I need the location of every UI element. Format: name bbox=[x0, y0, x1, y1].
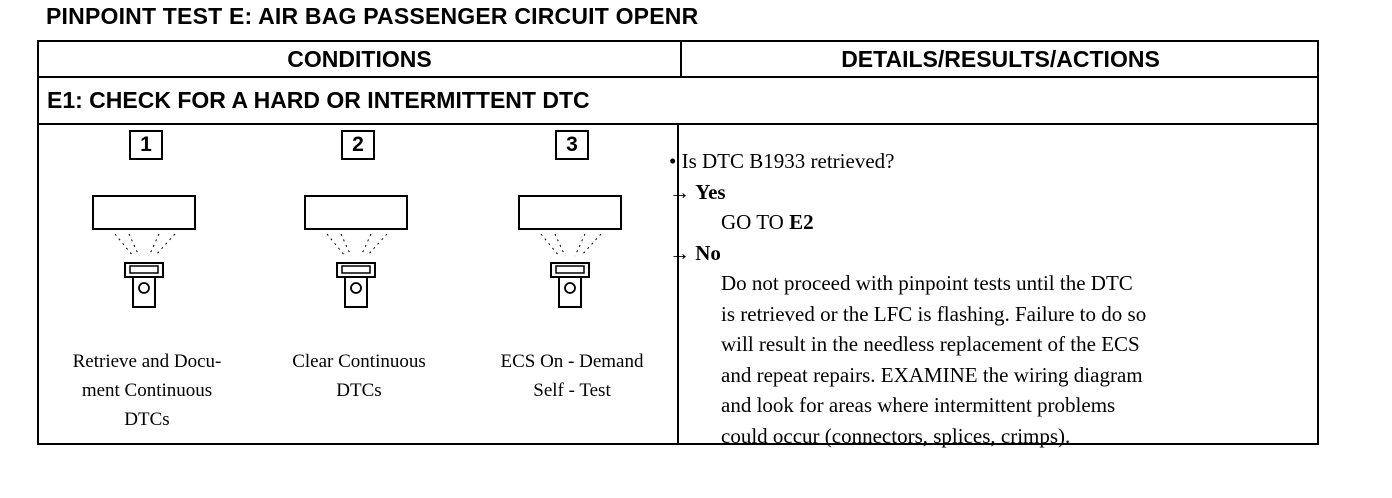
column-divider bbox=[677, 125, 679, 445]
step-3-caption: ECS On - Demand Self - Test bbox=[500, 351, 644, 401]
no-label: No bbox=[695, 240, 721, 265]
step-1-number: 1 bbox=[56, 130, 236, 160]
arrow-icon: → bbox=[669, 240, 690, 265]
no-action-line: and repeat repairs. EXAMINE the wiring d… bbox=[721, 362, 1143, 387]
conditions-header: CONDITIONS bbox=[287, 46, 432, 72]
step-2-number: 2 bbox=[268, 130, 448, 160]
yes-action: GO TO E2 bbox=[721, 210, 814, 234]
step-number-box: 3 bbox=[555, 130, 589, 160]
step-number-box: 1 bbox=[129, 130, 163, 160]
scan-tool-icon bbox=[518, 195, 622, 308]
no-action-line: Do not proceed with pinpoint tests until… bbox=[721, 271, 1133, 295]
no-action-line: could occur (connectors, splices, crimps… bbox=[721, 423, 1071, 448]
no-action-line: will result in the needless replacement … bbox=[721, 332, 1140, 356]
header-rule bbox=[39, 76, 1317, 78]
section-rule bbox=[39, 123, 1317, 125]
step-2-caption: Clear Continuous DTCs bbox=[292, 351, 426, 401]
details-header: DETAILS/RESULTS/ACTIONS bbox=[841, 46, 1160, 72]
section-title: E1: CHECK FOR A HARD OR INTERMITTENT DTC bbox=[47, 87, 590, 113]
no-action-line: and look for areas where intermittent pr… bbox=[721, 393, 1116, 417]
details-results-actions: • Is DTC B1933 retrieved? → Yes GO TO E2… bbox=[669, 146, 1279, 451]
go-to-target: E2 bbox=[789, 210, 814, 234]
step-3-number: 3 bbox=[482, 130, 662, 160]
scan-tool-icon bbox=[304, 195, 408, 308]
scan-tool-icon bbox=[92, 195, 196, 308]
yes-branch: → Yes bbox=[669, 177, 1279, 208]
no-action-line: is retrieved or the LFC is flashing. Fai… bbox=[721, 301, 1147, 326]
step-number-box: 2 bbox=[341, 130, 375, 160]
step-1-caption: Retrieve and Docu- ment Continuous DTCs bbox=[72, 351, 222, 430]
question-text: • Is DTC B1933 retrieved? bbox=[669, 149, 895, 173]
page-title: PINPOINT TEST E: AIR BAG PASSENGER CIRCU… bbox=[46, 3, 699, 29]
pinpoint-test-table: CONDITIONS DETAILS/RESULTS/ACTIONS E1: C… bbox=[37, 40, 1319, 448]
yes-label: Yes bbox=[695, 179, 726, 204]
header-divider bbox=[680, 42, 682, 76]
arrow-icon: → bbox=[669, 179, 690, 204]
no-branch: → No bbox=[669, 238, 1279, 269]
